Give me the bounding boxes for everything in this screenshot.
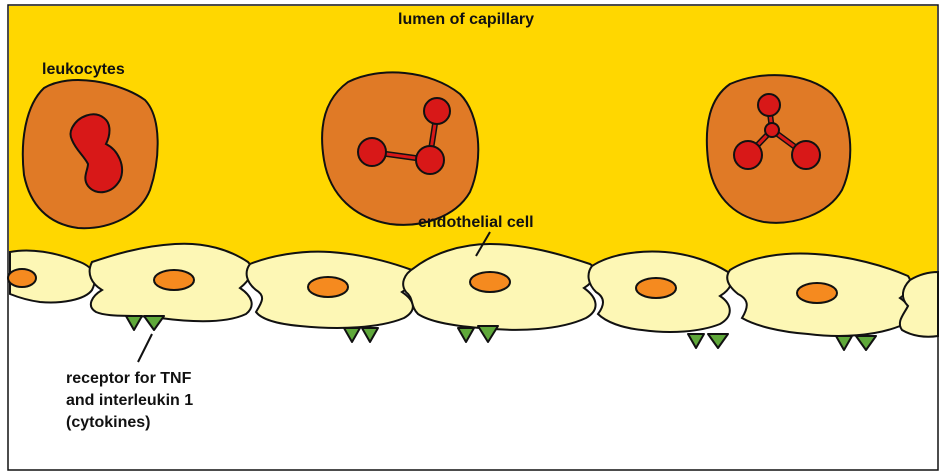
trilobed-nucleus-cell-icon	[707, 75, 850, 223]
receptor-label-line: and interleukin 1	[66, 390, 193, 412]
endothelial-cell-label: endothelial cell	[418, 213, 534, 234]
endothelial-nucleus	[797, 283, 837, 303]
endothelial-nucleus	[470, 272, 510, 292]
endothelial-nucleus	[636, 278, 676, 298]
endothelial-nucleus	[308, 277, 348, 297]
lumen-label: lumen of capillary	[398, 10, 534, 31]
trilobed-nucleus-cell-icon	[322, 72, 478, 224]
endothelial-nucleus	[8, 269, 36, 287]
bean-nucleus-cell-icon	[23, 80, 158, 228]
receptor-label-line: (cytokines)	[66, 412, 193, 434]
leukocytes-label: leukocytes	[42, 60, 125, 81]
endothelial-nucleus	[154, 270, 194, 290]
receptor-label: receptor for TNF and interleukin 1 (cyto…	[66, 368, 193, 434]
receptor-label-line: receptor for TNF	[66, 368, 193, 390]
